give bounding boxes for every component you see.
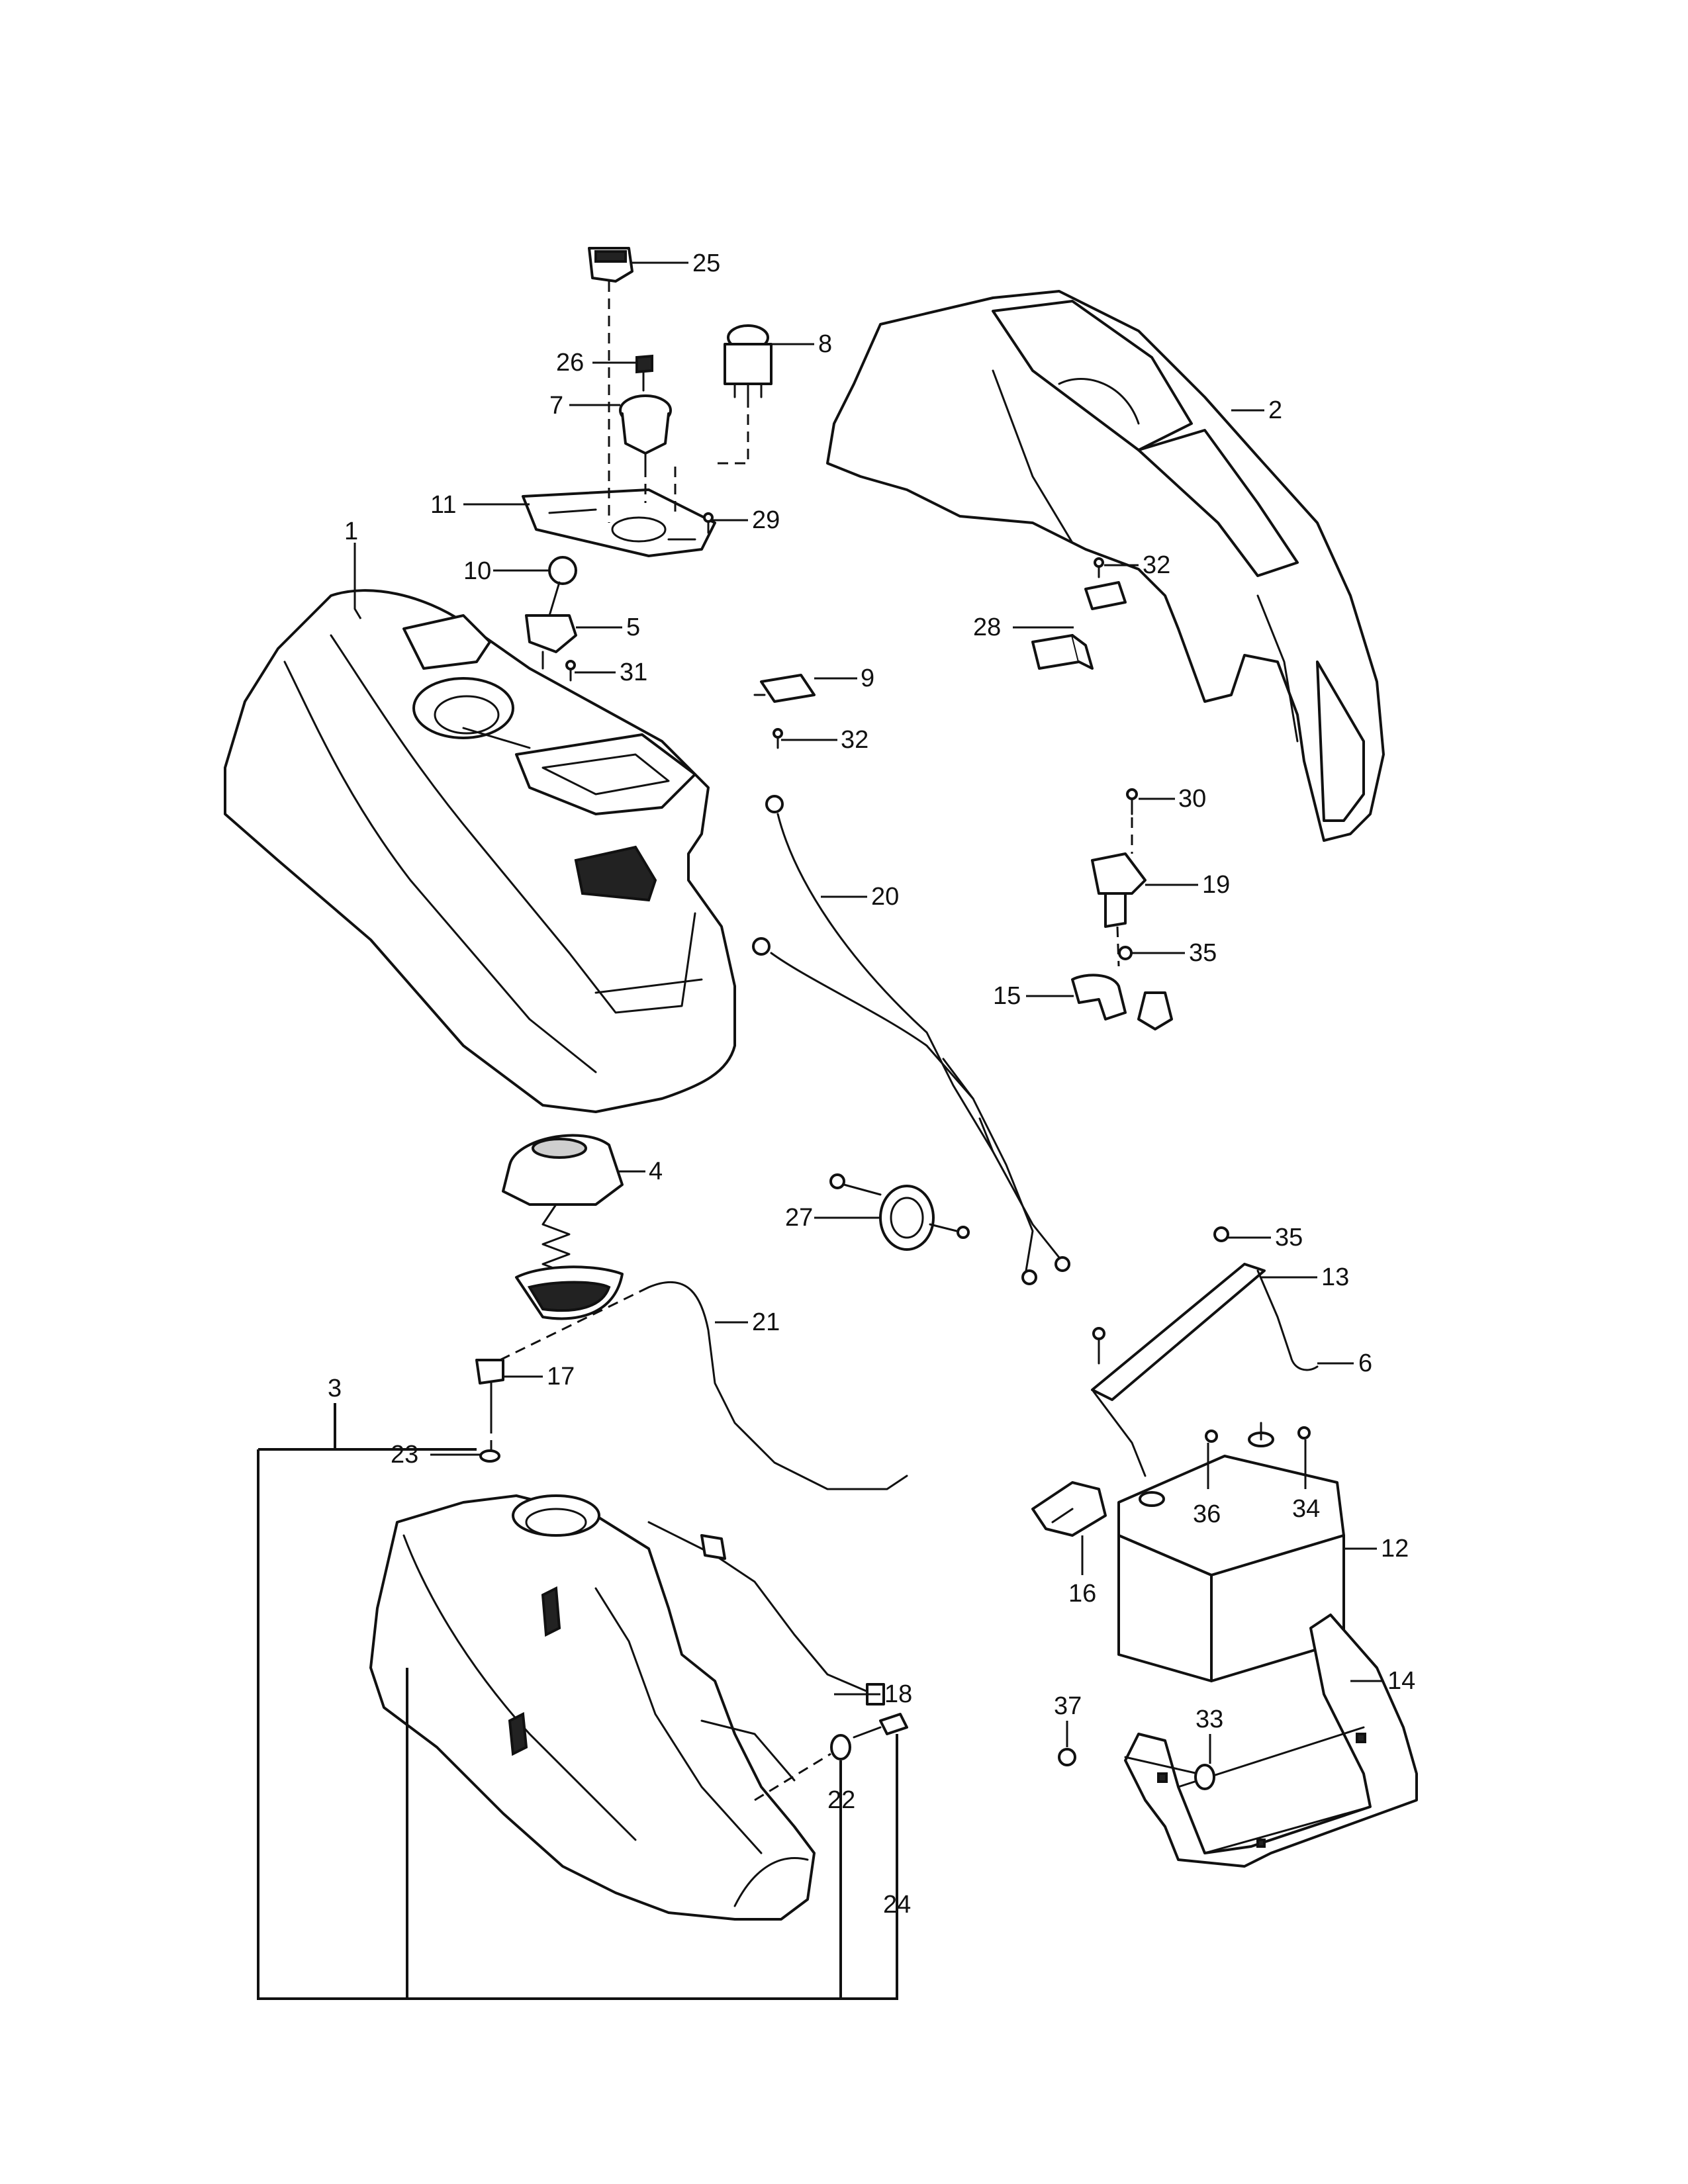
part-22-bushing <box>754 1734 851 1801</box>
callout-5: 5 <box>626 614 640 641</box>
part-23-washer <box>479 1449 500 1463</box>
part-37-nut <box>1058 1748 1076 1766</box>
callout-26: 26 <box>556 349 584 377</box>
callout-19: 19 <box>1202 871 1230 899</box>
callout-2: 2 <box>1268 396 1282 424</box>
part-4-fuel-cap <box>502 1134 624 1320</box>
part-32b-screw <box>773 728 783 749</box>
fuel-tank-assembly-frame <box>257 1403 898 2000</box>
callout-37: 37 <box>1054 1692 1082 1720</box>
callout-labels: 25 26 7 8 2 11 29 1 10 5 31 32 28 9 32 3… <box>328 250 1415 1919</box>
part-30-screw <box>1126 788 1138 815</box>
part-6-j-bolt <box>1256 1269 1319 1371</box>
part-18-fuel-line <box>647 1521 885 1706</box>
callout-31: 31 <box>620 659 647 686</box>
part-24-fitting <box>853 1713 908 1739</box>
callout-14: 14 <box>1387 1667 1415 1695</box>
part-35b-nut <box>1213 1226 1229 1242</box>
part-5-bracket <box>525 614 577 670</box>
part-21-vent-hose <box>492 1281 908 1490</box>
callout-11: 11 <box>430 491 456 519</box>
callout-27: 27 <box>785 1204 813 1232</box>
callout-1: 1 <box>344 518 358 545</box>
part-13-hold-down <box>1091 1263 1266 1477</box>
callout-9: 9 <box>861 664 874 692</box>
leader-lines <box>353 261 1383 1764</box>
part-25-switch <box>588 247 633 283</box>
callout-12: 12 <box>1381 1535 1409 1563</box>
callout-33: 33 <box>1196 1706 1223 1733</box>
part-27-coil-lead <box>829 1173 970 1251</box>
assembly-dashes <box>490 281 1133 1453</box>
callout-15: 15 <box>993 982 1021 1010</box>
callout-34: 34 <box>1292 1495 1320 1523</box>
part-28-relay <box>1031 634 1094 670</box>
callout-36: 36 <box>1193 1500 1221 1528</box>
callout-23: 23 <box>391 1441 418 1469</box>
part-10-shift-knob <box>548 556 577 617</box>
part-15-connector <box>1071 974 1173 1030</box>
callout-28: 28 <box>973 614 1001 641</box>
callout-25: 25 <box>692 250 720 277</box>
callout-22: 22 <box>827 1786 855 1814</box>
part-7-ignition-switch <box>619 394 672 468</box>
part-11-dash-panel <box>522 488 716 557</box>
part-12-battery <box>1117 1422 1345 1682</box>
callout-16: 16 <box>1068 1580 1096 1608</box>
part-29-screw <box>703 512 714 534</box>
part-1-front-console <box>224 589 736 1113</box>
callout-6: 6 <box>1358 1349 1372 1377</box>
part-8-pto-switch <box>724 324 773 398</box>
callout-32a: 32 <box>1143 551 1170 579</box>
callout-35a: 35 <box>1189 939 1217 967</box>
part-33-bolt <box>1124 1756 1215 1790</box>
part-31-screw <box>565 660 576 682</box>
callout-10: 10 <box>463 557 491 585</box>
callout-17: 17 <box>547 1363 575 1390</box>
callout-20: 20 <box>871 883 899 911</box>
part-16-terminal-boot <box>1031 1481 1107 1537</box>
callout-7: 7 <box>549 392 563 420</box>
part-20-wire-harness <box>752 795 1070 1285</box>
part-3-fuel-tank <box>369 1494 816 1921</box>
callout-13: 13 <box>1321 1263 1349 1291</box>
part-32a-screw <box>1084 557 1127 610</box>
callout-8: 8 <box>818 330 832 358</box>
part-9-relay <box>753 674 816 703</box>
callout-21: 21 <box>752 1308 780 1336</box>
callout-32b: 32 <box>841 726 868 754</box>
callout-29: 29 <box>752 506 780 534</box>
part-17-grommet <box>475 1359 504 1424</box>
part-35a-nut <box>1118 946 1133 960</box>
callout-30: 30 <box>1178 785 1206 813</box>
callout-18: 18 <box>884 1680 912 1708</box>
callout-24: 24 <box>883 1891 911 1919</box>
part-26-key <box>635 354 653 392</box>
part-19-seat-switch <box>1091 852 1147 928</box>
callout-4: 4 <box>649 1158 663 1185</box>
callout-3: 3 <box>328 1375 342 1402</box>
callout-35b: 35 <box>1275 1224 1303 1251</box>
part-2-rear-console <box>826 290 1385 842</box>
